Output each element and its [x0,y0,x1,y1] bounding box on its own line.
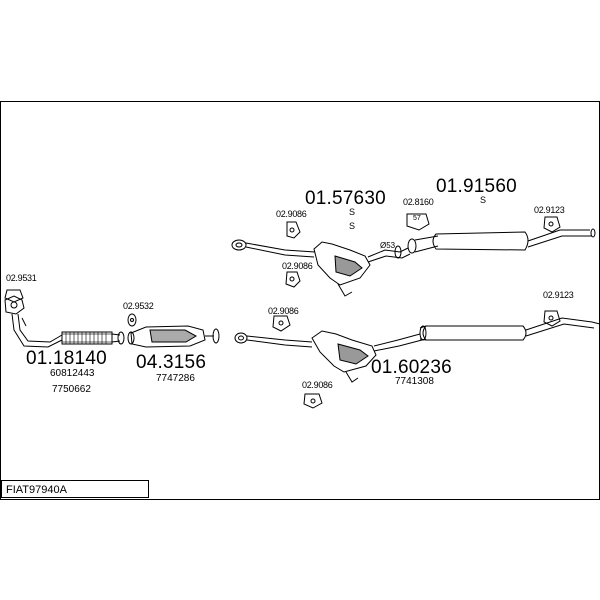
hanger-029086-b-shape [285,271,301,288]
hanger-029123-a-shape [543,216,561,233]
fitting-code-029086-a: 02.9086 [276,209,307,219]
catalytic-converter [130,325,206,348]
manifold-flange [4,295,25,315]
diameter-label: Ø53 [380,241,396,250]
part-number-0191560: 01.91560 [436,176,517,197]
oem-code-7750662: 7750662 [52,384,91,395]
flange-upper-left [231,239,247,251]
oem-code-7741308: 7741308 [395,376,434,387]
oem-code-60812443: 60812443 [50,368,95,379]
part-number-043156: 04.3156 [136,352,207,373]
hanger-029086-d-shape [303,393,323,409]
rear-silencer-lower [422,325,527,341]
fitting-code-029531: 02.9531 [6,273,37,283]
center-silencer-upper [313,241,371,286]
oem-code-7747286: 7747286 [156,373,195,384]
document-title: FIAT97940A [6,484,67,496]
fitting-code-029123-a: 02.9123 [534,205,565,215]
title-box: FIAT97940A [1,480,149,498]
hanger-029086-c-shape [272,315,291,332]
diagram-border [0,101,600,500]
part-number-0157630: 01.57630 [305,188,386,209]
fitting-code-029086-d: 02.9086 [302,380,333,390]
fitting-code-028160: 02.8160 [403,197,434,207]
center-silencer-lower [311,330,377,373]
fitting-code-029086-b: 02.9086 [282,261,313,271]
manifold-gasket-shape [4,289,24,303]
flange-upper-mid [407,238,417,254]
s-mark-2: S [349,221,356,231]
hanger-029123-b-shape [543,310,561,327]
hanger-029086-a-shape [286,221,301,239]
rear-silencer-upper [432,231,529,251]
part-number-0118140: 01.18140 [26,348,107,369]
lower-assembly [4,295,600,383]
fitting-code-029532: 02.9532 [123,301,154,311]
flange-lower-mid [234,332,248,344]
upper-assembly [231,228,596,297]
hanger-028160-shape [406,213,430,231]
clamp-size-label: 57 [413,215,421,222]
fitting-code-029123-b: 02.9123 [543,290,574,300]
gasket-029532-shape [127,313,137,327]
s-mark-1: S [349,207,356,217]
s-mark-3: S [480,195,487,205]
fitting-code-029086-c: 02.9086 [268,306,299,316]
part-number-0160236: 01.60236 [371,357,452,378]
